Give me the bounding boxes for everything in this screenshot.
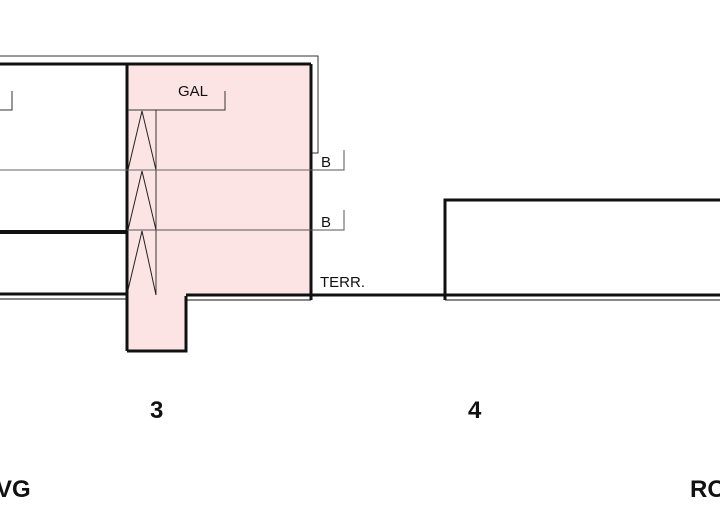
bottom-label-left: VG	[0, 476, 31, 503]
bottom-label-right: RO	[690, 476, 720, 503]
gallery-level-line	[128, 91, 226, 111]
level-marker-left	[0, 91, 13, 111]
stair-flight-2	[127, 170, 157, 231]
label-gallery: GAL	[178, 83, 208, 100]
right-building-outline	[443, 198, 720, 300]
section-number-4: 4	[468, 397, 482, 424]
label-floor-upper: B	[321, 154, 331, 171]
floor-marker-lower	[311, 210, 345, 231]
highlighted-volume	[127, 64, 311, 351]
label-terrain: TERR.	[320, 274, 365, 291]
label-floor-lower: B	[321, 214, 331, 231]
floor-marker-upper	[311, 150, 345, 171]
stair-flight-1	[127, 110, 157, 171]
stair-flight-3	[127, 230, 157, 296]
basement-pit	[127, 296, 188, 353]
section-number-3: 3	[150, 397, 163, 424]
roof-outline-thin	[0, 55, 319, 154]
